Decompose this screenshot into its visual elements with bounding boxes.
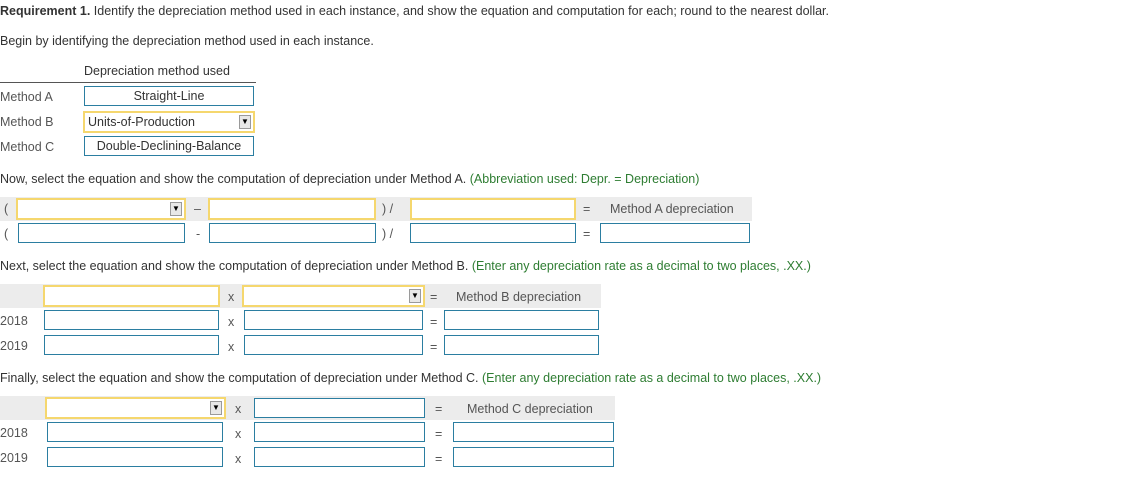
equals-sign: = — [430, 340, 438, 354]
method-a-input-1[interactable] — [18, 223, 185, 243]
method-b-selected: Units-of-Production — [88, 115, 195, 129]
method-b-2018-input-1[interactable] — [44, 310, 219, 330]
method-b-2019-input-1[interactable] — [44, 335, 219, 355]
methods-divider — [0, 82, 256, 83]
requirement-label: Requirement 1. — [0, 4, 91, 18]
method-c-2018-input-1[interactable] — [47, 422, 223, 442]
method-a-equation-select-3[interactable] — [410, 198, 576, 220]
method-c-year-2019: 2019 — [0, 451, 28, 465]
method-b-2019-input-2[interactable] — [244, 335, 423, 355]
method-c-2019-result[interactable] — [453, 447, 614, 467]
chevron-down-icon: ▼ — [409, 289, 421, 303]
method-c-value: Double-Declining-Balance — [84, 136, 254, 156]
equals-sign: = — [435, 402, 443, 416]
method-b-2018-result[interactable] — [444, 310, 599, 330]
requirement-body: Identify the depreciation method used in… — [90, 4, 830, 18]
method-a-input-2[interactable] — [209, 223, 376, 243]
method-c-label: Method C — [0, 140, 55, 154]
section-a-text: Now, select the equation and show the co… — [0, 172, 699, 186]
chevron-down-icon: ▼ — [239, 115, 251, 129]
method-c-equation-select-1[interactable]: ▼ — [45, 397, 226, 419]
intro-text: Begin by identifying the depreciation me… — [0, 34, 374, 48]
minus-sign: - — [196, 227, 201, 241]
method-a-value: Straight-Line — [84, 86, 254, 106]
method-c-2019-input-2[interactable] — [254, 447, 425, 467]
equals-sign: = — [435, 452, 443, 466]
method-a-equation-select-1[interactable]: ▼ — [16, 198, 186, 220]
times-sign: x — [228, 315, 235, 329]
section-c-instructions: Finally, select the equation and show th… — [0, 371, 479, 385]
section-b-text: Next, select the equation and show the c… — [0, 259, 811, 273]
equals-sign: = — [435, 427, 443, 441]
method-b-2019-result[interactable] — [444, 335, 599, 355]
method-b-year-2018: 2018 — [0, 314, 28, 328]
method-b-result-label: Method B depreciation — [456, 290, 582, 304]
method-c-2019-input-1[interactable] — [47, 447, 223, 467]
method-c-2018-input-2[interactable] — [254, 422, 425, 442]
paren-open: ( — [4, 227, 9, 241]
method-a-label: Method A — [0, 90, 53, 104]
method-a-input-3[interactable] — [410, 223, 576, 243]
section-b-hint: (Enter any depreciation rate as a decima… — [468, 259, 811, 273]
times-sign: x — [235, 402, 242, 416]
equals-sign: = — [583, 202, 591, 216]
method-a-result-label: Method A depreciation — [610, 202, 734, 216]
chevron-down-icon: ▼ — [170, 202, 182, 216]
method-c-equation-input-2[interactable] — [254, 398, 425, 418]
method-b-equation-select-1[interactable] — [43, 285, 220, 307]
close-divide-sign: ) / — [382, 227, 394, 241]
times-sign: x — [235, 427, 242, 441]
method-c-year-2018: 2018 — [0, 426, 28, 440]
minus-sign: – — [194, 202, 201, 216]
method-b-2018-input-2[interactable] — [244, 310, 423, 330]
method-c-2018-result[interactable] — [453, 422, 614, 442]
times-sign: x — [228, 290, 235, 304]
times-sign: x — [228, 340, 235, 354]
chevron-down-icon: ▼ — [210, 401, 222, 415]
times-sign: x — [235, 452, 242, 466]
section-a-hint: (Abbreviation used: Depr. = Depreciation… — [466, 172, 700, 186]
method-a-result-input[interactable] — [600, 223, 750, 243]
method-c-result-label: Method C depreciation — [467, 402, 593, 416]
section-c-text: Finally, select the equation and show th… — [0, 371, 821, 385]
method-b-label: Method B — [0, 115, 54, 129]
section-c-hint: (Enter any depreciation rate as a decima… — [478, 371, 822, 385]
requirement-text: Requirement 1. Identify the depreciation… — [0, 4, 829, 18]
method-b-equation-select-2[interactable]: ▼ — [242, 285, 425, 307]
equals-sign: = — [430, 315, 438, 329]
method-a-equation-select-2[interactable] — [208, 198, 376, 220]
paren-open: ( — [4, 202, 9, 216]
section-b-instructions: Next, select the equation and show the c… — [0, 259, 469, 273]
method-b-select[interactable]: Units-of-Production ▼ — [83, 111, 255, 133]
close-divide-sign: ) / — [382, 202, 394, 216]
section-a-instructions: Now, select the equation and show the co… — [0, 172, 467, 186]
method-b-year-2019: 2019 — [0, 339, 28, 353]
equals-sign: = — [583, 227, 591, 241]
equals-sign: = — [430, 290, 438, 304]
methods-header: Depreciation method used — [84, 64, 230, 78]
